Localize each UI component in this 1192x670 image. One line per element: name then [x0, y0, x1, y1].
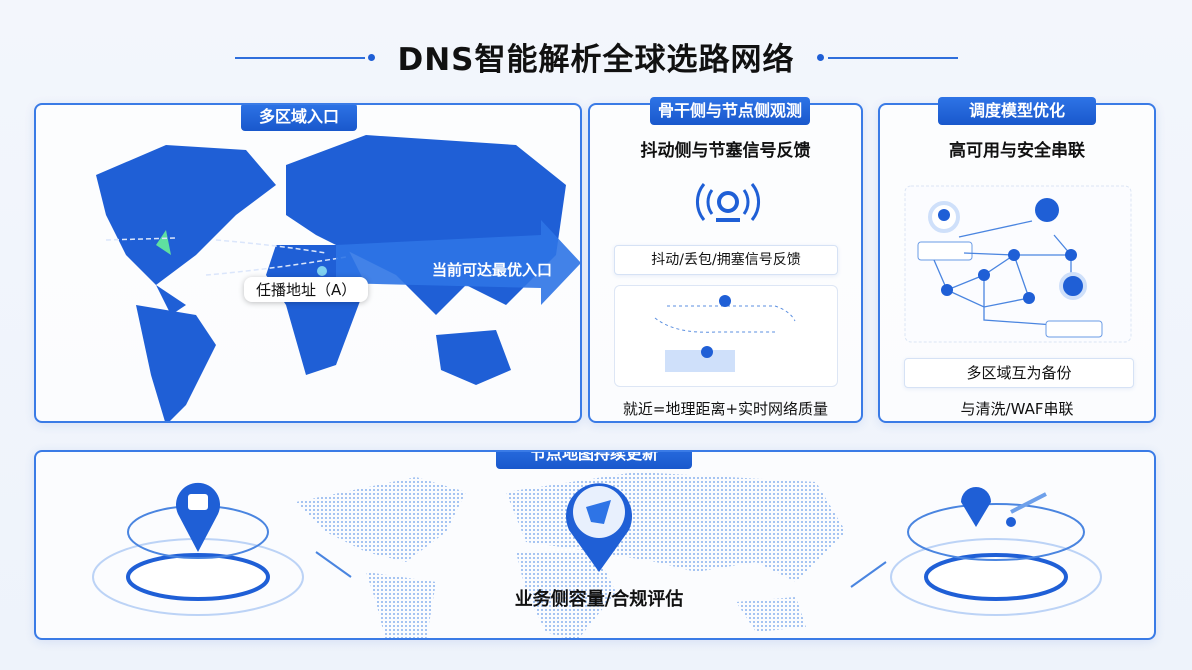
tab-backbone-observe: 骨干侧与节点侧观测: [650, 97, 810, 125]
panel-backbone-observe: 骨干侧与节点侧观测 抖动侧与节塞信号反馈 抖动/丢包/拥塞信号反馈 就近=地理距…: [588, 97, 863, 423]
page-title: DNS智能解析全球选路网络: [397, 42, 795, 78]
failover-network-diagram: [904, 185, 1132, 343]
title-divider-right: [828, 57, 958, 59]
left-location-platform: [92, 482, 304, 616]
title-dot-right: [817, 54, 824, 61]
tab-node-map: 节点地图持续更新: [496, 452, 692, 469]
observe-flow-diagram: [614, 285, 838, 387]
signal-broadcast-icon: [696, 183, 760, 222]
feedback-box: 抖动/丢包/拥塞信号反馈: [614, 245, 838, 275]
optimal-entry-label: 当前可达最优入口: [432, 261, 553, 279]
right-location-platform: [890, 487, 1102, 616]
dotted-world-map: [92, 472, 1102, 638]
optimal-entry-arrow: [336, 220, 580, 305]
backup-box: 多区域互为备份: [904, 358, 1134, 388]
anycast-address-label: 任播地址（A）: [244, 277, 369, 302]
schedule-footer: 与清洗/WAF串联: [960, 400, 1074, 418]
title-divider-left: [235, 57, 365, 59]
observe-subtitle: 抖动侧与节塞信号反馈: [640, 141, 811, 161]
observe-footer: 就近=地理距离+实时网络质量: [622, 400, 829, 418]
flow-node-monitor: [665, 350, 735, 372]
tab-multi-region-entry: 多区域入口: [241, 105, 357, 131]
panel-schedule-model: 调度模型优化 高可用与安全串联 多区域互为备份 与清洗/WAF串联: [878, 97, 1156, 423]
panel-node-map: 节点地图持续更新 业务侧容量/合规评估: [34, 450, 1156, 640]
capacity-compliance-label: 业务侧容量/合规评估: [514, 589, 684, 610]
panel-multi-region-entry: 多区域入口 当前可达最优入口 任播地址（A）: [34, 103, 582, 423]
tab-schedule-model: 调度模型优化: [938, 97, 1096, 125]
title-dot-left: [368, 54, 375, 61]
center-location-pin: [566, 483, 633, 572]
schedule-subtitle: 高可用与安全串联: [949, 141, 1085, 161]
entry-marker-green: [156, 230, 171, 255]
